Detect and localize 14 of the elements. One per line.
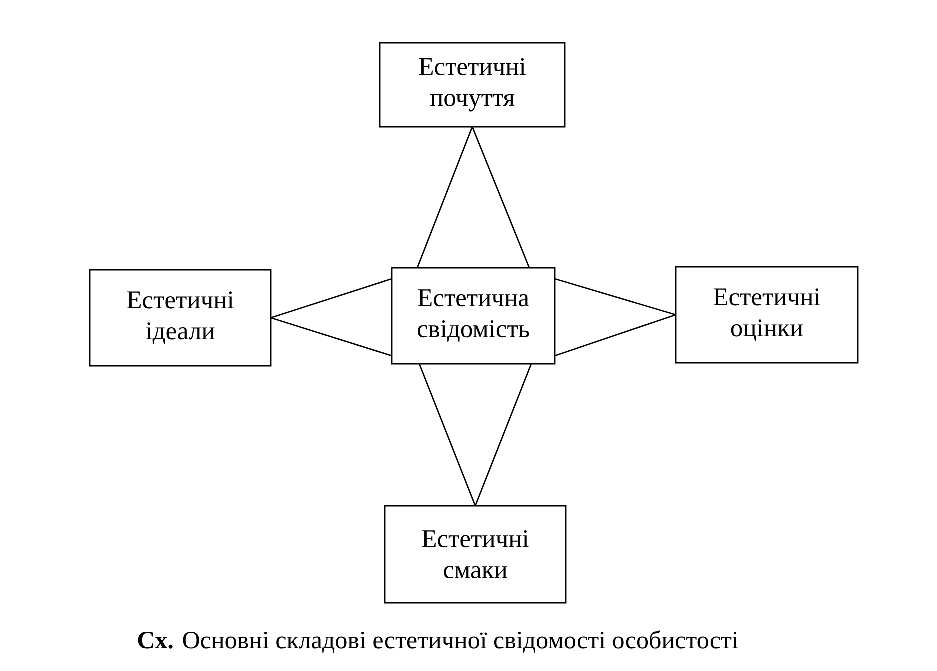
- concept-box: Естетичні оцінки: [675, 266, 859, 364]
- caption: Сх. Основні складові естетичної свідомості особистості: [138, 630, 738, 654]
- central-box: Естетична свідомість: [391, 267, 556, 365]
- connector-line: [472, 126, 530, 268]
- connector-line: [270, 278, 392, 319]
- connector-line: [416, 126, 474, 268]
- connector-line: [418, 364, 476, 506]
- concept-box: Естетичні смаки: [384, 505, 567, 604]
- connector-line: [474, 364, 532, 506]
- concept-box: Естетичні ідеали: [89, 269, 272, 367]
- concept-box: Естетичні почуття: [379, 42, 566, 128]
- connector-line: [554, 278, 676, 316]
- connector-line: [270, 317, 392, 357]
- connector-line: [554, 314, 676, 357]
